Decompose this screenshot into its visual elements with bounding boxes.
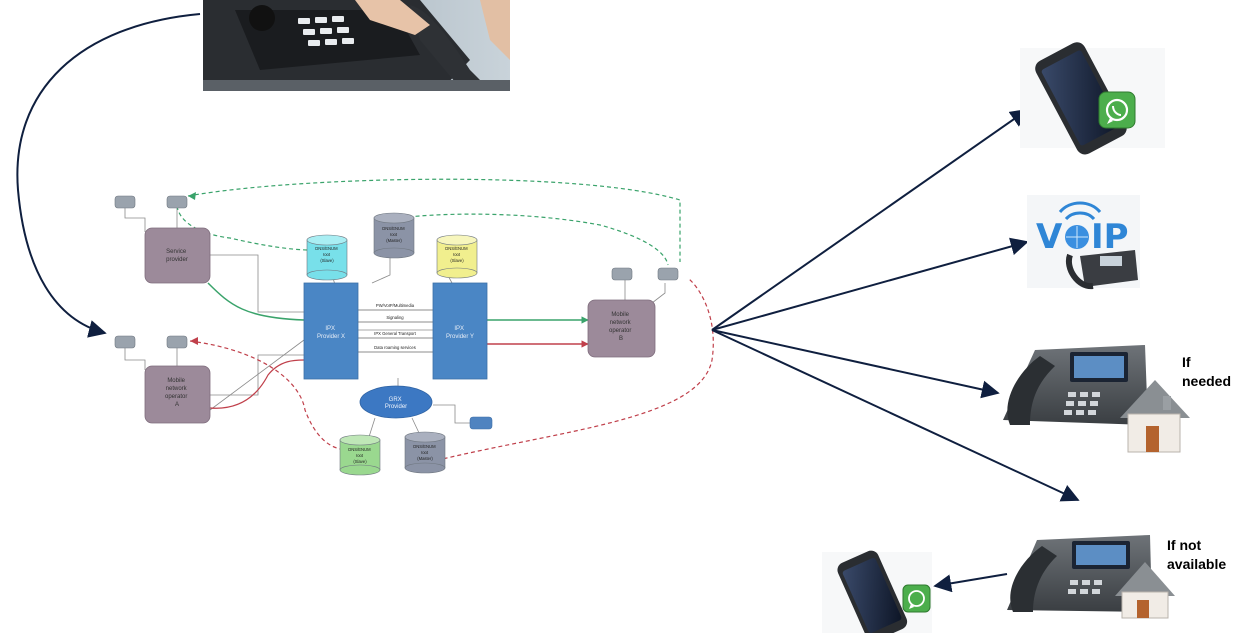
whatsapp-icon [1098,91,1136,129]
node-dns-slave-yellow: DNS/ENUM root (Slave) [445,246,469,263]
node-dns-slave-green: DNS/ENUM root (Slave) [348,447,372,464]
office-phone-home-fallback [1007,535,1175,619]
route-arrow [711,329,1080,502]
node-service-provider: Service provider [166,249,188,263]
whatsapp-icon [902,584,931,613]
node-dns-master-top: DNS/ENUM root (Master) [382,226,406,243]
office-phone-home [1003,345,1190,453]
node-ipx-provider-y: IPX Provider Y [446,326,474,340]
svg-text:V: V [1036,217,1063,257]
house-icon [1120,380,1190,453]
route-arrow [711,108,1029,331]
channel-label: IPX General Transport [374,331,416,336]
route-arrow [711,237,1029,331]
voip-icon: V IP [1027,195,1140,290]
channel-label: Signaling [386,315,404,320]
fallback-arrow [933,573,1008,593]
smartphone-whatsapp [1020,42,1165,155]
channel-label: Data roaming services [374,345,416,350]
svg-text:IP: IP [1091,217,1129,257]
node-mobile-operator-b: Mobile network operator B [609,312,633,342]
route-arrow [711,329,1000,399]
if-needed-label: If needed [1182,354,1232,389]
call-route-curve [16,13,201,338]
network-diagram: Service provider Mobile network operator… [114,178,714,476]
node-ipx-provider-x: IPX Provider X [317,326,345,340]
node-grx-provider: GRX Provider [385,397,407,410]
desk-phone-hand-photo [203,0,510,91]
node-dns-slave-cyan: DNS/ENUM root (Slave) [315,246,339,263]
smartphone-whatsapp-fallback [822,550,932,633]
node-dns-master-bottom: DNS/ENUM root (Master) [413,444,437,461]
if-not-available-label: If not available [1167,537,1227,572]
channel-label: PW/VoIP/Multimedia [376,303,415,308]
house-icon [1115,562,1175,619]
node-mobile-operator-a: Mobile network operator A [165,378,189,408]
